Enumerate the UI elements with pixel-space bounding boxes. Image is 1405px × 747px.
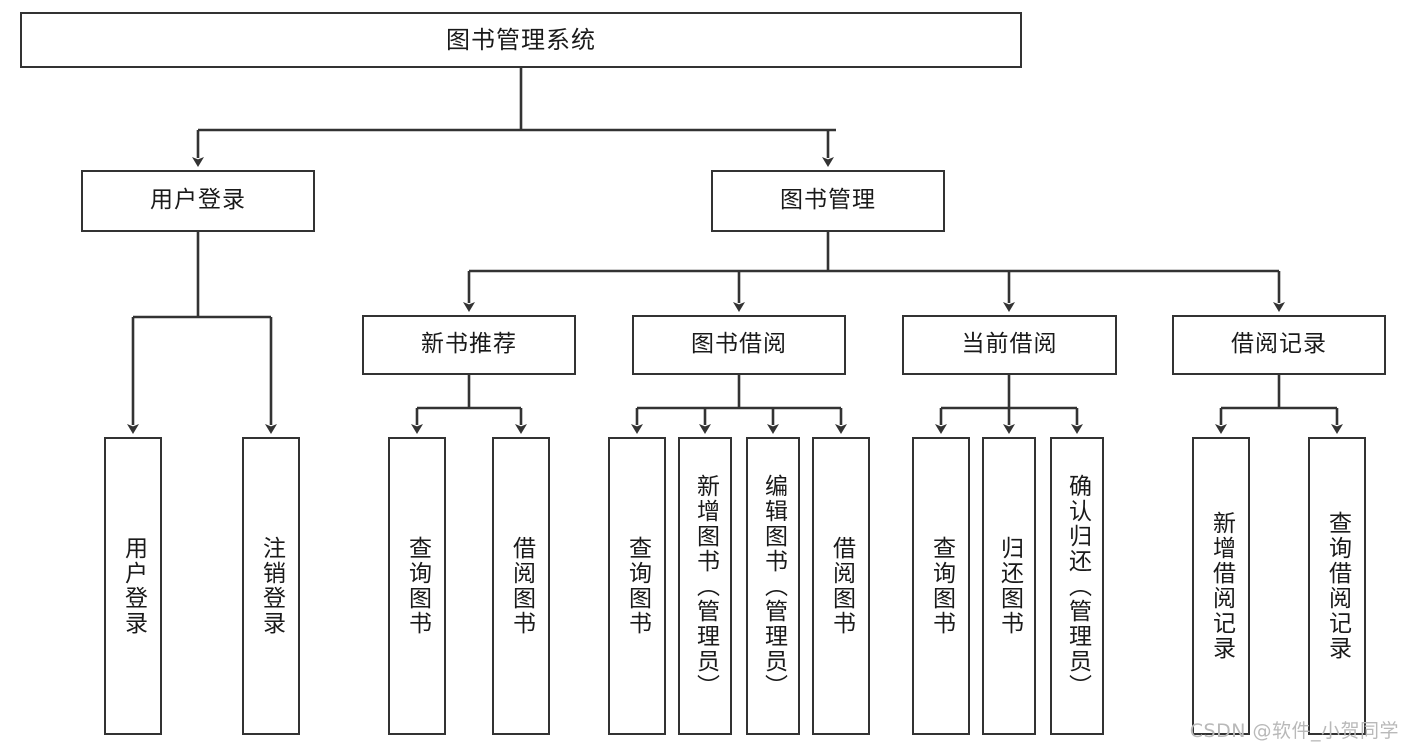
leaf-current-borrow-return-book[interactable]: 归还图书 [982,437,1036,735]
leaf-label: 查询借阅记录 [1324,511,1351,661]
leaf-label: 确认归还（管理员） [1064,473,1091,699]
node-borrow-record[interactable]: 借阅记录 [1172,315,1386,375]
leaf-book-borrow-borrow-book[interactable]: 借阅图书 [812,437,870,735]
leaf-label: 编辑图书（管理员） [760,473,787,699]
leaf-label: 借阅图书 [508,536,535,636]
leaf-label: 借阅图书 [828,536,855,636]
leaf-user-login-login[interactable]: 用户登录 [104,437,162,735]
leaf-label: 新增图书（管理员） [692,473,719,699]
leaf-label: 注销登录 [258,536,285,636]
node-new-book-recommend[interactable]: 新书推荐 [362,315,576,375]
leaf-label: 查询图书 [624,536,651,636]
leaf-current-borrow-query-book[interactable]: 查询图书 [912,437,970,735]
leaf-user-login-logout[interactable]: 注销登录 [242,437,300,735]
leaf-book-borrow-query-book[interactable]: 查询图书 [608,437,666,735]
node-book-borrow[interactable]: 图书借阅 [632,315,846,375]
node-book-management[interactable]: 图书管理 [711,170,945,232]
leaf-current-borrow-confirm-return-admin[interactable]: 确认归还（管理员） [1050,437,1104,735]
node-user-login[interactable]: 用户登录 [81,170,315,232]
node-root-system[interactable]: 图书管理系统 [20,12,1022,68]
leaf-label: 查询图书 [404,536,431,636]
leaf-label: 用户登录 [120,536,147,636]
leaf-borrow-record-query-record[interactable]: 查询借阅记录 [1308,437,1366,735]
leaf-label: 查询图书 [928,536,955,636]
leaf-new-book-query-book[interactable]: 查询图书 [388,437,446,735]
leaf-borrow-record-add-record[interactable]: 新增借阅记录 [1192,437,1250,735]
leaf-new-book-borrow-book[interactable]: 借阅图书 [492,437,550,735]
leaf-label: 归还图书 [996,536,1023,636]
node-current-borrow[interactable]: 当前借阅 [902,315,1117,375]
leaf-label: 新增借阅记录 [1208,511,1235,661]
leaf-book-borrow-add-book-admin[interactable]: 新增图书（管理员） [678,437,732,735]
leaf-book-borrow-edit-book-admin[interactable]: 编辑图书（管理员） [746,437,800,735]
